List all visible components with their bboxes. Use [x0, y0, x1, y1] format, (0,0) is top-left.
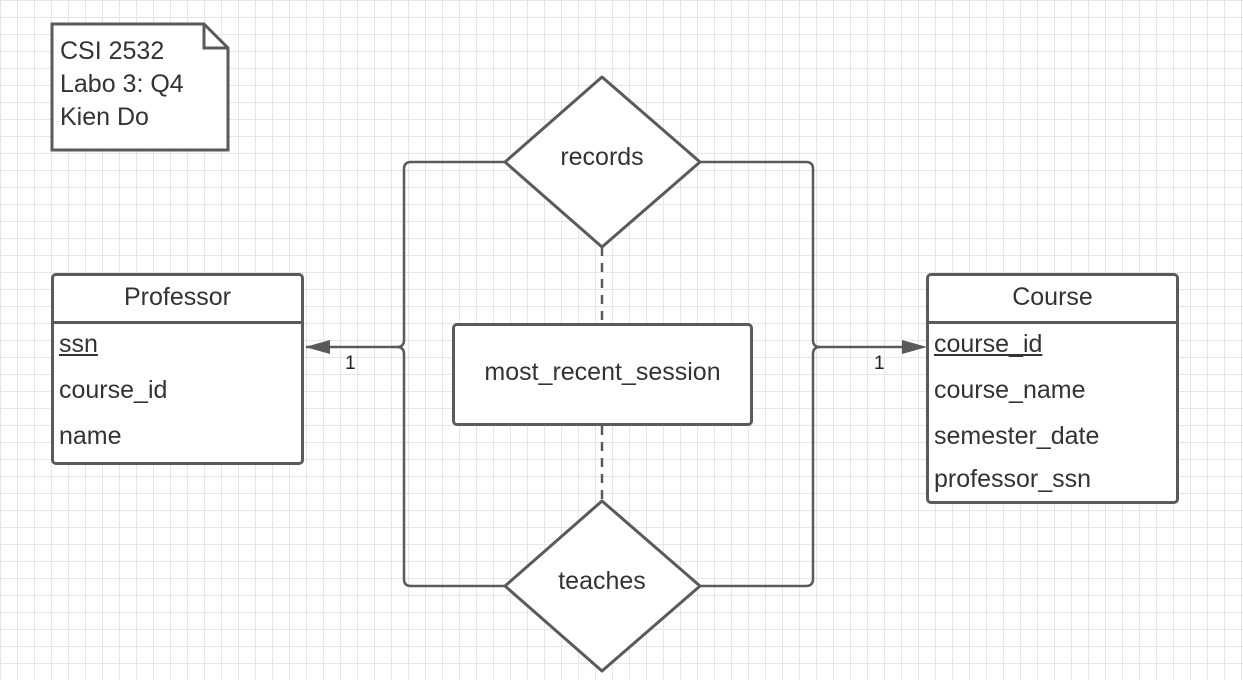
note-shape [50, 22, 230, 152]
note-line-lab: Labo 3: Q4 [60, 70, 184, 98]
title-note[interactable]: CSI 2532 Labo 3: Q4 Kien Do [52, 24, 229, 151]
professor-entity[interactable]: Professor ssn course_id name [51, 273, 304, 465]
most-recent-session-attribute[interactable]: most_recent_session [452, 323, 753, 426]
course-attr-professor-ssn: professor_ssn [934, 465, 1092, 493]
professor-arrowhead [305, 340, 330, 354]
teaches-diamond[interactable] [503, 499, 702, 673]
course-cardinality: 1 [874, 353, 885, 374]
course-attr-semester-date: semester_date [934, 422, 1100, 450]
note-line-course: CSI 2532 [60, 37, 165, 65]
professor-cardinality: 1 [345, 353, 356, 374]
course-entity-title: Course [929, 276, 1176, 324]
records-professor-connector[interactable] [306, 160, 505, 349]
course-entity[interactable]: Course course_id course_name semester_da… [926, 273, 1179, 504]
records-diamond[interactable] [503, 75, 702, 249]
teaches-course-connector[interactable] [700, 345, 821, 588]
course-attr-course-name: course_name [934, 376, 1086, 404]
professor-attr-name: name [59, 422, 122, 450]
note-text: CSI 2532 Labo 3: Q4 Kien Do [60, 35, 184, 134]
teaches-professor-connector[interactable] [396, 345, 505, 588]
note-line-author: Kien Do [60, 103, 149, 131]
teaches-label: teaches [558, 567, 646, 595]
records-course-connector[interactable] [700, 160, 903, 349]
professor-entity-title: Professor [54, 276, 301, 324]
professor-attr-ssn: ssn [59, 330, 98, 358]
records-label: records [560, 143, 644, 171]
course-attr-course-id: course_id [934, 330, 1043, 358]
professor-attr-course-id: course_id [59, 376, 168, 404]
course-arrowhead [902, 340, 927, 354]
